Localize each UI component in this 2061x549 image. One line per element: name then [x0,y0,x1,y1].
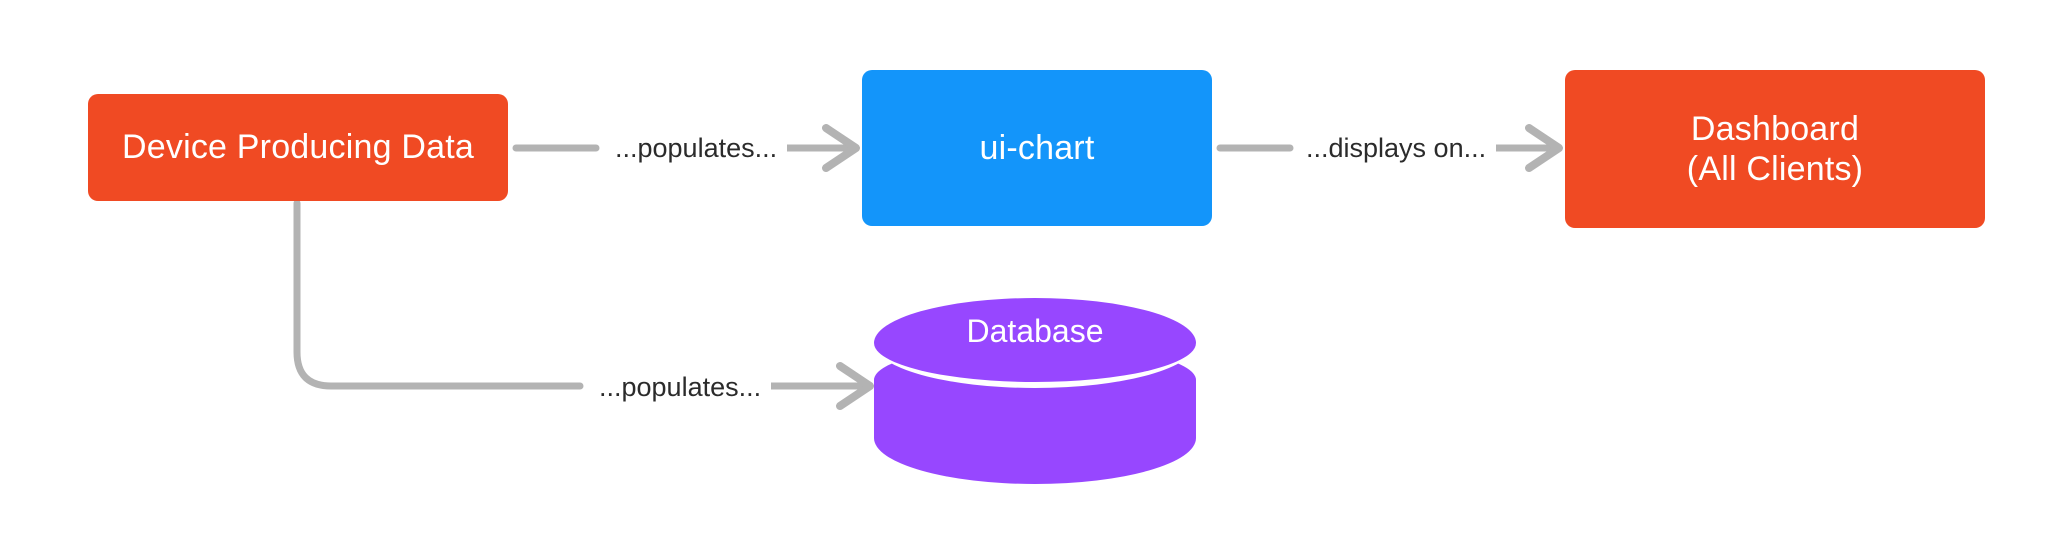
database-cylinder-top-ellipse [874,298,1196,388]
node-ui-chart-label: ui-chart [979,128,1095,167]
edge-device-to-uichart-arrowhead [822,124,860,172]
node-ui-chart[interactable]: ui-chart [862,70,1212,226]
node-dashboard-label: Dashboard (All Clients) [1686,109,1864,188]
node-device-producing-data[interactable]: Device Producing Data [88,94,508,201]
node-database-label: Database [966,313,1104,349]
edge-label-uichart-to-dashboard: ...displays on... [1296,132,1497,165]
edge-uichart-to-dashboard-arrowhead [1525,124,1563,172]
edge-device-to-database-arrowhead [836,362,874,410]
edge-label-device-to-uichart: ...populates... [605,132,788,165]
node-database[interactable]: Database [874,298,1196,484]
node-device-producing-data-label: Device Producing Data [122,128,474,167]
node-dashboard[interactable]: Dashboard (All Clients) [1565,70,1985,228]
edge-device-to-database-line [293,199,584,390]
edge-label-device-to-database: ...populates... [589,371,772,404]
